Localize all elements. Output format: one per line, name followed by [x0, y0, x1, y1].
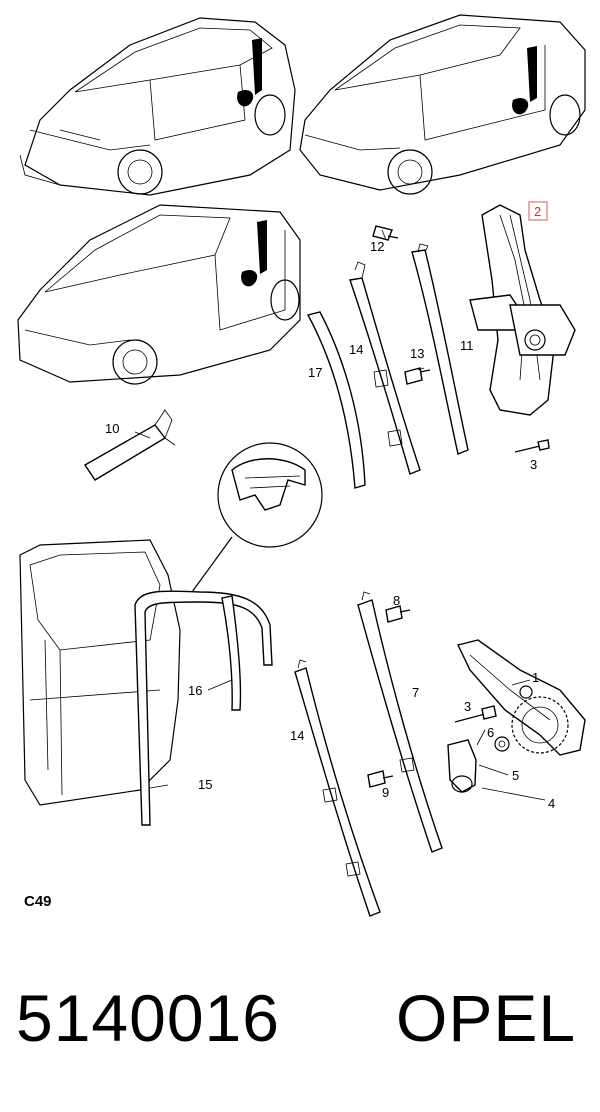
- car-illustration-estate: [299, 14, 586, 195]
- callout-1: 1: [532, 670, 539, 685]
- part-number: 5140016: [16, 981, 280, 1055]
- part-10-lever: [84, 409, 176, 481]
- part-3-rivet-upper: [514, 439, 550, 453]
- callout-leader-lines: [134, 229, 546, 801]
- part-7-guide-rail: [357, 591, 443, 853]
- part-3-rivet-lower: [454, 705, 497, 723]
- part-13-screw: [404, 367, 431, 385]
- callout-labels: 12 11 14 13 17 10 3 8 1 16 7 3 14 6 5 15…: [105, 239, 555, 811]
- callout-9: 9: [382, 785, 389, 800]
- part-17-seal: [306, 311, 366, 489]
- brand-name: OPEL: [396, 981, 577, 1055]
- part-2-window-regulator: [469, 204, 576, 416]
- part-14-upper-rail: [349, 261, 421, 475]
- callout-17: 17: [308, 365, 322, 380]
- callout-3-upper: 3: [530, 457, 537, 472]
- callout-2-highlighted: 2: [528, 201, 548, 221]
- callout-16: 16: [188, 683, 202, 698]
- callout-4: 4: [548, 796, 555, 811]
- part-6-washer: [494, 736, 510, 752]
- footer: 5140016 OPEL: [0, 968, 600, 1068]
- callout-14-lower: 14: [290, 728, 304, 743]
- callout-10: 10: [105, 421, 119, 436]
- callout-6: 6: [487, 725, 494, 740]
- callout-11: 11: [460, 338, 474, 353]
- callout-15: 15: [198, 777, 212, 792]
- part-12-screw: [372, 225, 399, 241]
- part-9-screw: [367, 770, 394, 788]
- callout-8: 8: [393, 593, 400, 608]
- car-illustration-hatchback: [19, 17, 296, 196]
- part-1-regulator-gear: [456, 639, 586, 756]
- part-14-lower-rail: [294, 659, 381, 917]
- callout-12: 12: [370, 239, 384, 254]
- callout-3-lower: 3: [464, 699, 471, 714]
- seal-detail-inset: [191, 442, 323, 593]
- part-4-5-crank-handle: [447, 739, 477, 793]
- car-illustration-mpv: [17, 204, 301, 385]
- part-16-seal: [221, 595, 242, 711]
- part-15-frame-seal: [134, 590, 273, 826]
- part-8-screw: [385, 605, 411, 623]
- callout-13: 13: [410, 346, 424, 361]
- callout-14-upper: 14: [349, 342, 363, 357]
- rear-door-illustration: [19, 539, 181, 806]
- callout-5: 5: [512, 768, 519, 783]
- figure-code: C49: [24, 893, 52, 910]
- callout-2: 2: [534, 204, 541, 219]
- highlight-box: [528, 201, 548, 221]
- part-11-guide-rail: [411, 243, 469, 455]
- callout-7: 7: [412, 685, 419, 700]
